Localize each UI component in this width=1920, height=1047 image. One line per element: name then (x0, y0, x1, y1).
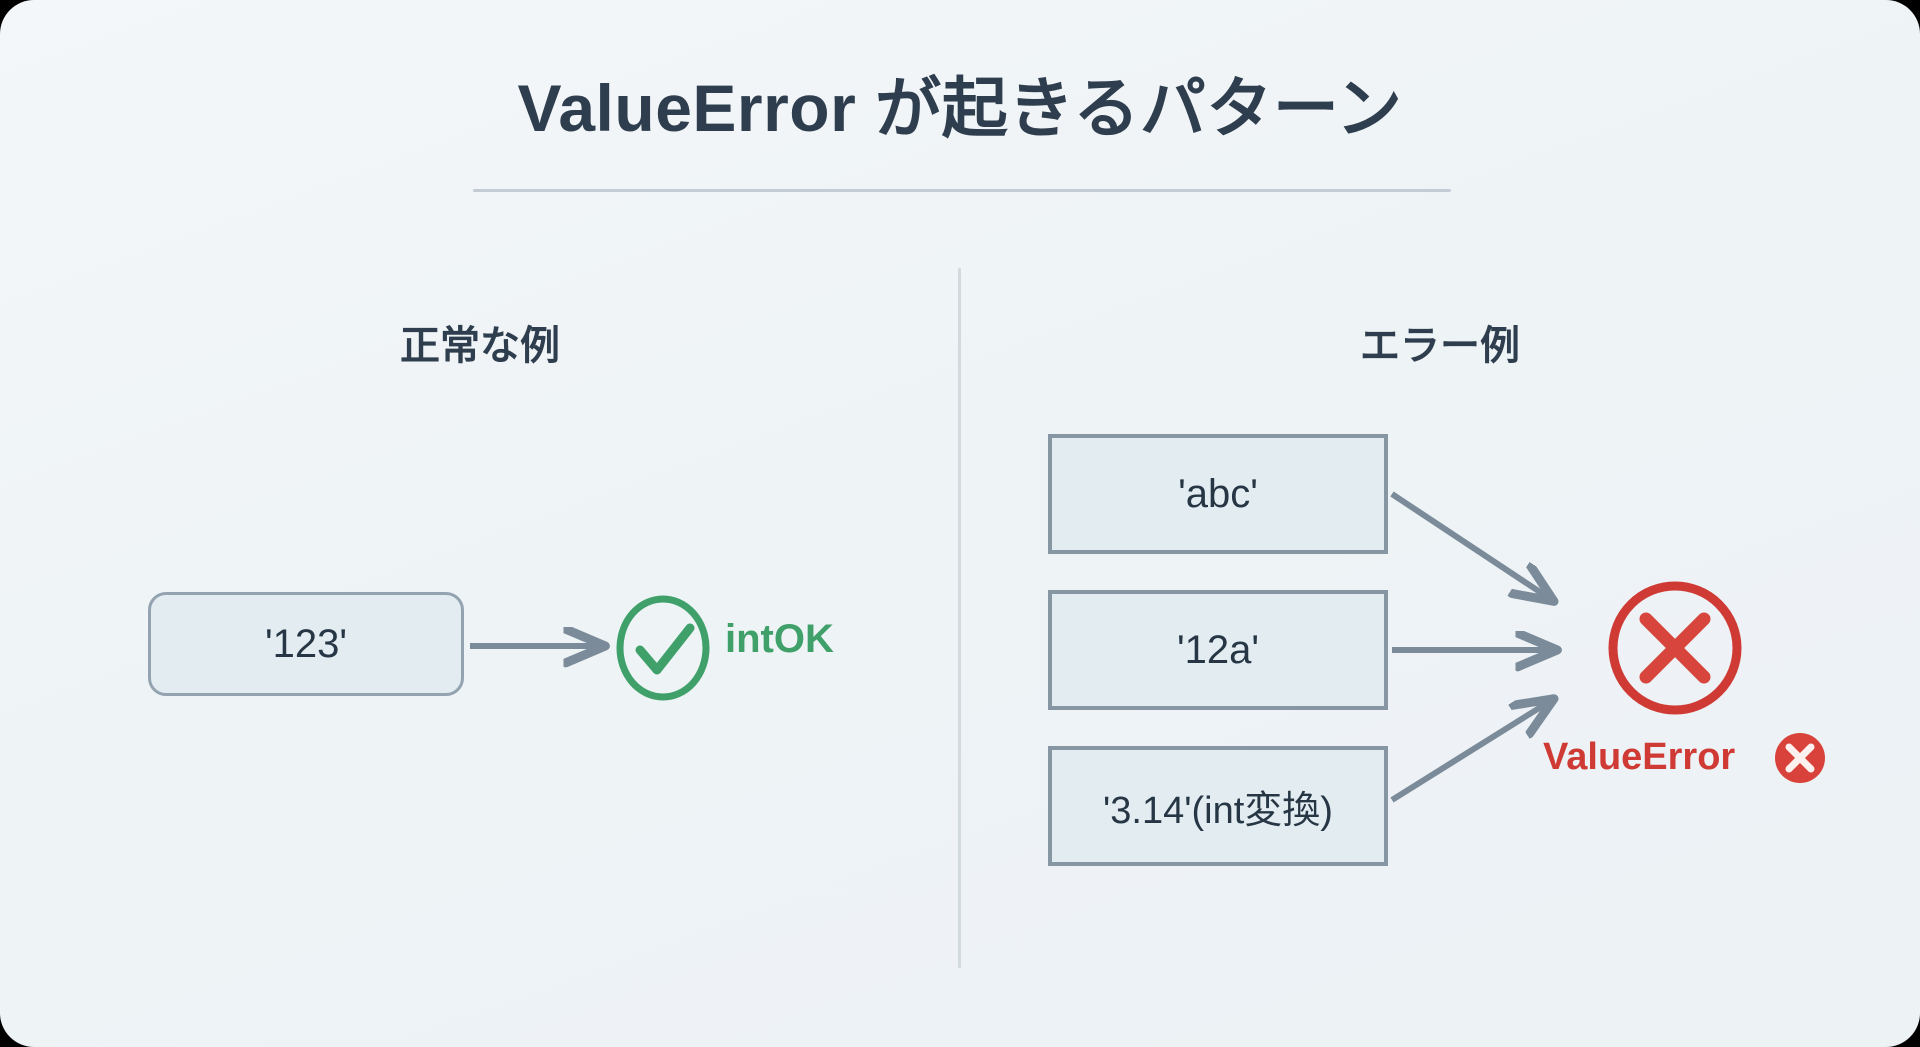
success-result-label: intOK (725, 617, 834, 661)
column-heading-error: エラー例 (1360, 324, 1520, 368)
column-heading-normal: 正常な例 (400, 324, 560, 368)
arrow-invalid-3-to-error (1390, 700, 1552, 803)
input-box-invalid-3: '3.14'(int変換) (1048, 746, 1388, 866)
column-divider (958, 268, 961, 968)
input-box-invalid-2: '12a' (1048, 590, 1388, 710)
page-title: ValueError が起きるパターン (517, 71, 1403, 145)
input-box-invalid-1: 'abc' (1048, 434, 1388, 554)
x-circle-icon (1608, 581, 1742, 715)
error-result-label: ValueError (1543, 736, 1736, 778)
check-circle-icon (616, 595, 710, 701)
title-divider (473, 189, 1451, 192)
input-box-valid: '123' (148, 592, 464, 696)
x-circle-filled-icon (1775, 733, 1825, 783)
arrow-invalid-1-to-error (1390, 491, 1552, 600)
